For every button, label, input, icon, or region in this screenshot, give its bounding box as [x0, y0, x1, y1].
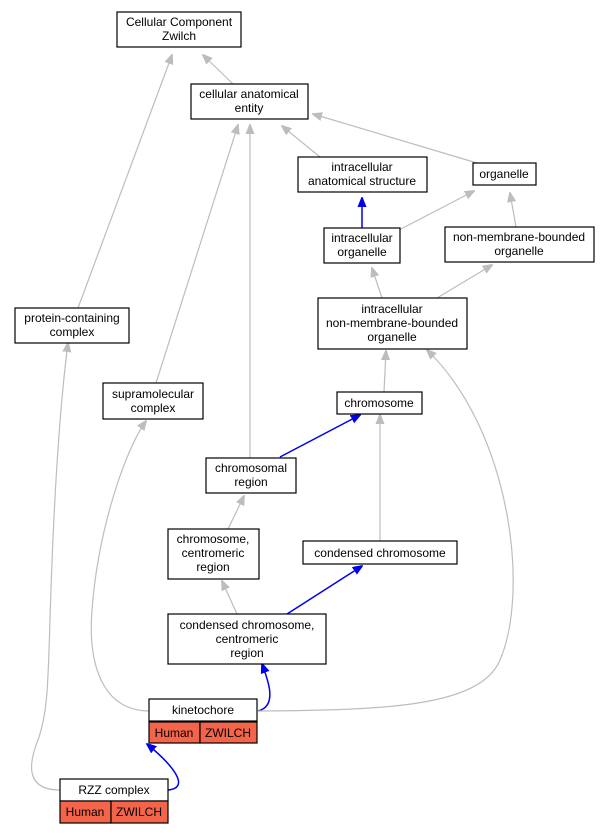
node-inmbo-line-1: intracellular — [361, 302, 422, 316]
edge-chrreg-chr[interactable] — [279, 415, 360, 458]
node-chrreg-line-1: chromosomal — [215, 461, 287, 475]
edge-rzz-pcc — [31, 343, 68, 791]
node-cc-line-1: condensed chromosome — [314, 546, 446, 560]
svg-text:RZZ complex: RZZ complex — [78, 783, 149, 797]
rzz-species-label: Human — [66, 805, 105, 819]
node-rzz-line-1: RZZ complex — [78, 783, 149, 797]
node-organelle[interactable]: organelle — [472, 162, 537, 186]
node-io-line-1: intracellular — [331, 231, 392, 245]
node-root-line-2: Zwilch — [162, 29, 196, 43]
node-inmbo-line-2: non-membrane-bounded — [326, 316, 458, 330]
edge-nmbo-org — [510, 193, 517, 228]
node-kin-line-1: kinetochore — [172, 703, 234, 717]
node-pcc-line-2: complex — [50, 325, 95, 339]
edge-pcc-root — [77, 55, 172, 309]
node-chr-line-1: chromosome — [344, 396, 414, 410]
rzz-gene-tag — [110, 800, 169, 824]
node-rzz-complex[interactable]: RZZ complex Human ZWILCH — [59, 778, 169, 824]
node-smc-line-2: complex — [131, 401, 176, 415]
node-inmbo-line-3: organelle — [367, 330, 417, 344]
edge-inmbo-io — [372, 268, 383, 299]
node-root-line-1: Cellular Component — [126, 15, 233, 29]
edge-inmbo-nmbo — [436, 265, 492, 299]
edge-kin-inmbo — [257, 350, 514, 712]
kin-species-label: Human — [155, 726, 194, 740]
kin-gene-label: ZWILCH — [205, 726, 251, 740]
node-nmbo-line-1: non-membrane-bounded — [453, 230, 585, 244]
node-nmbo-line-2: organelle — [494, 244, 544, 258]
edge-cccr-ccr — [222, 581, 238, 615]
node-ccr-line-3: region — [196, 560, 229, 574]
svg-text:organelle: organelle — [479, 167, 529, 181]
node-pcc-line-1: protein-containing — [24, 311, 119, 325]
node-ias-line-2: anatomical structure — [308, 174, 416, 188]
edge-chr-inmbo — [384, 351, 386, 393]
node-io-line-2: organelle — [337, 245, 387, 259]
edge-ias-cae — [282, 126, 321, 158]
kin-gene-tag — [199, 721, 258, 744]
node-cccr-line-1: condensed chromosome, — [180, 618, 315, 632]
node-org-line-1: organelle — [479, 167, 529, 181]
edge-rzz-kin[interactable] — [147, 744, 180, 791]
rzz-gene-label: ZWILCH — [116, 805, 162, 819]
node-cccr-line-2: centromeric — [216, 632, 279, 646]
node-ccr-line-1: chromosome, — [177, 532, 250, 546]
node-cae-line-2: entity — [235, 101, 264, 115]
node-kinetochore[interactable]: kinetochore Human ZWILCH — [148, 698, 258, 744]
svg-text:chromosome: chromosome — [344, 396, 414, 410]
node-chromosome[interactable]: chromosome — [336, 391, 423, 415]
node-smc-line-1: supramolecular — [112, 387, 194, 401]
edge-smc-cae — [155, 125, 238, 384]
svg-text:kinetochore: kinetochore — [172, 703, 234, 717]
edge-kin-cccr[interactable] — [257, 664, 271, 712]
node-cae-line-1: cellular anatomical — [199, 87, 298, 101]
edge-cccr-cc[interactable] — [286, 566, 362, 615]
svg-text:condensed chromosome: condensed chromosome — [314, 546, 446, 560]
edge-io-org — [398, 191, 474, 231]
node-ccr-line-2: centromeric — [182, 546, 245, 560]
node-ias-line-1: intracellular — [331, 160, 392, 174]
edge-kin-smc — [90, 421, 151, 712]
node-chrreg-line-2: region — [234, 475, 267, 489]
edge-org-cae — [313, 114, 478, 164]
edge-ccr-chrreg — [227, 496, 244, 530]
node-condensed-chromosome[interactable]: condensed chromosome — [302, 540, 458, 565]
edge-cae-root — [203, 55, 234, 85]
node-cccr-line-3: region — [230, 646, 263, 660]
edges — [31, 55, 517, 791]
